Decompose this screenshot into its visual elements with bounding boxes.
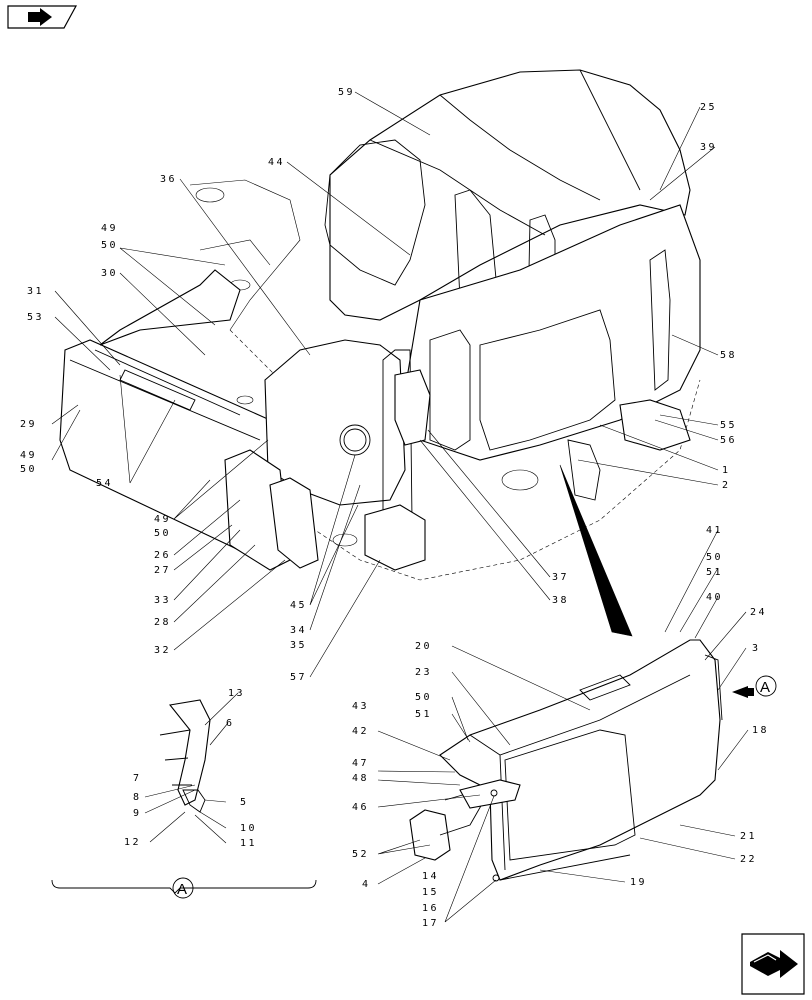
callout-49: 49 xyxy=(154,514,171,525)
callout-37: 37 xyxy=(552,572,569,583)
callout-9: 9 xyxy=(133,808,142,819)
callout-50: 50 xyxy=(706,552,723,563)
callout-3: 3 xyxy=(752,643,761,654)
callout-12: 12 xyxy=(124,837,141,848)
callout-49: 49 xyxy=(101,223,118,234)
callout-19: 19 xyxy=(630,877,647,888)
callout-55: 55 xyxy=(720,420,737,431)
callout-33: 33 xyxy=(154,595,171,606)
prev-page-arrow-icon xyxy=(7,5,78,29)
callout-23: 23 xyxy=(415,667,432,678)
callout-6: 6 xyxy=(226,718,235,729)
callout-49: 49 xyxy=(20,450,37,461)
callout-11: 11 xyxy=(240,838,257,849)
callout-34: 34 xyxy=(290,625,307,636)
callout-35: 35 xyxy=(290,640,307,651)
callout-56: 56 xyxy=(720,435,737,446)
callout-28: 28 xyxy=(154,617,171,628)
detail-a-drawing: A xyxy=(409,464,777,882)
callout-24: 24 xyxy=(750,607,767,618)
callout-16: 16 xyxy=(422,903,439,914)
next-page-button[interactable] xyxy=(740,932,806,996)
callout-26: 26 xyxy=(154,550,171,561)
callout-18: 18 xyxy=(752,725,769,736)
detail-view-arrow-letter: A xyxy=(760,679,770,696)
section-a-label: A xyxy=(177,881,187,898)
callout-10: 10 xyxy=(240,823,257,834)
callout-50: 50 xyxy=(154,528,171,539)
callout-31: 31 xyxy=(27,286,44,297)
callout-27: 27 xyxy=(154,565,171,576)
callout-29: 29 xyxy=(20,419,37,430)
callout-7: 7 xyxy=(133,773,142,784)
callout-51: 51 xyxy=(706,567,723,578)
callout-13: 13 xyxy=(228,688,245,699)
callout-40: 40 xyxy=(706,592,723,603)
callout-20: 20 xyxy=(415,641,432,652)
callout-36: 36 xyxy=(160,174,177,185)
callout-21: 21 xyxy=(740,831,757,842)
callout-8: 8 xyxy=(133,792,142,803)
callout-14: 14 xyxy=(422,871,439,882)
callout-50: 50 xyxy=(20,464,37,475)
callout-45: 45 xyxy=(290,600,307,611)
callout-38: 38 xyxy=(552,595,569,606)
leader-lines xyxy=(51,91,749,923)
callout-46: 46 xyxy=(352,802,369,813)
callout-5: 5 xyxy=(240,797,249,808)
callout-51: 51 xyxy=(415,709,432,720)
callout-43: 43 xyxy=(352,701,369,712)
callout-48: 48 xyxy=(352,773,369,784)
callout-30: 30 xyxy=(101,268,118,279)
callout-52: 52 xyxy=(352,849,369,860)
callout-25: 25 xyxy=(700,102,717,113)
section-a-bracket-drawing: A xyxy=(51,699,317,899)
main-assembly-drawing xyxy=(59,69,701,581)
callout-50: 50 xyxy=(101,240,118,251)
callout-59: 59 xyxy=(338,87,355,98)
callout-2: 2 xyxy=(722,480,731,491)
callout-44: 44 xyxy=(268,157,285,168)
callout-54: 54 xyxy=(96,478,113,489)
callout-17: 17 xyxy=(422,918,439,929)
callout-53: 53 xyxy=(27,312,44,323)
callout-39: 39 xyxy=(700,142,717,153)
callout-32: 32 xyxy=(154,645,171,656)
callout-50: 50 xyxy=(415,692,432,703)
callout-1: 1 xyxy=(722,465,731,476)
callout-22: 22 xyxy=(740,854,757,865)
callout-42: 42 xyxy=(352,726,369,737)
callout-47: 47 xyxy=(352,758,369,769)
callout-41: 41 xyxy=(706,525,723,536)
callout-58: 58 xyxy=(720,350,737,361)
callout-57: 57 xyxy=(290,672,307,683)
callout-numbers: 59 25 39 44 36 49 50 30 31 53 58 29 49 5… xyxy=(20,87,769,929)
prev-page-button[interactable] xyxy=(6,4,78,30)
next-page-arrow-icon xyxy=(741,933,805,995)
callout-15: 15 xyxy=(422,887,439,898)
callout-4: 4 xyxy=(362,879,371,890)
